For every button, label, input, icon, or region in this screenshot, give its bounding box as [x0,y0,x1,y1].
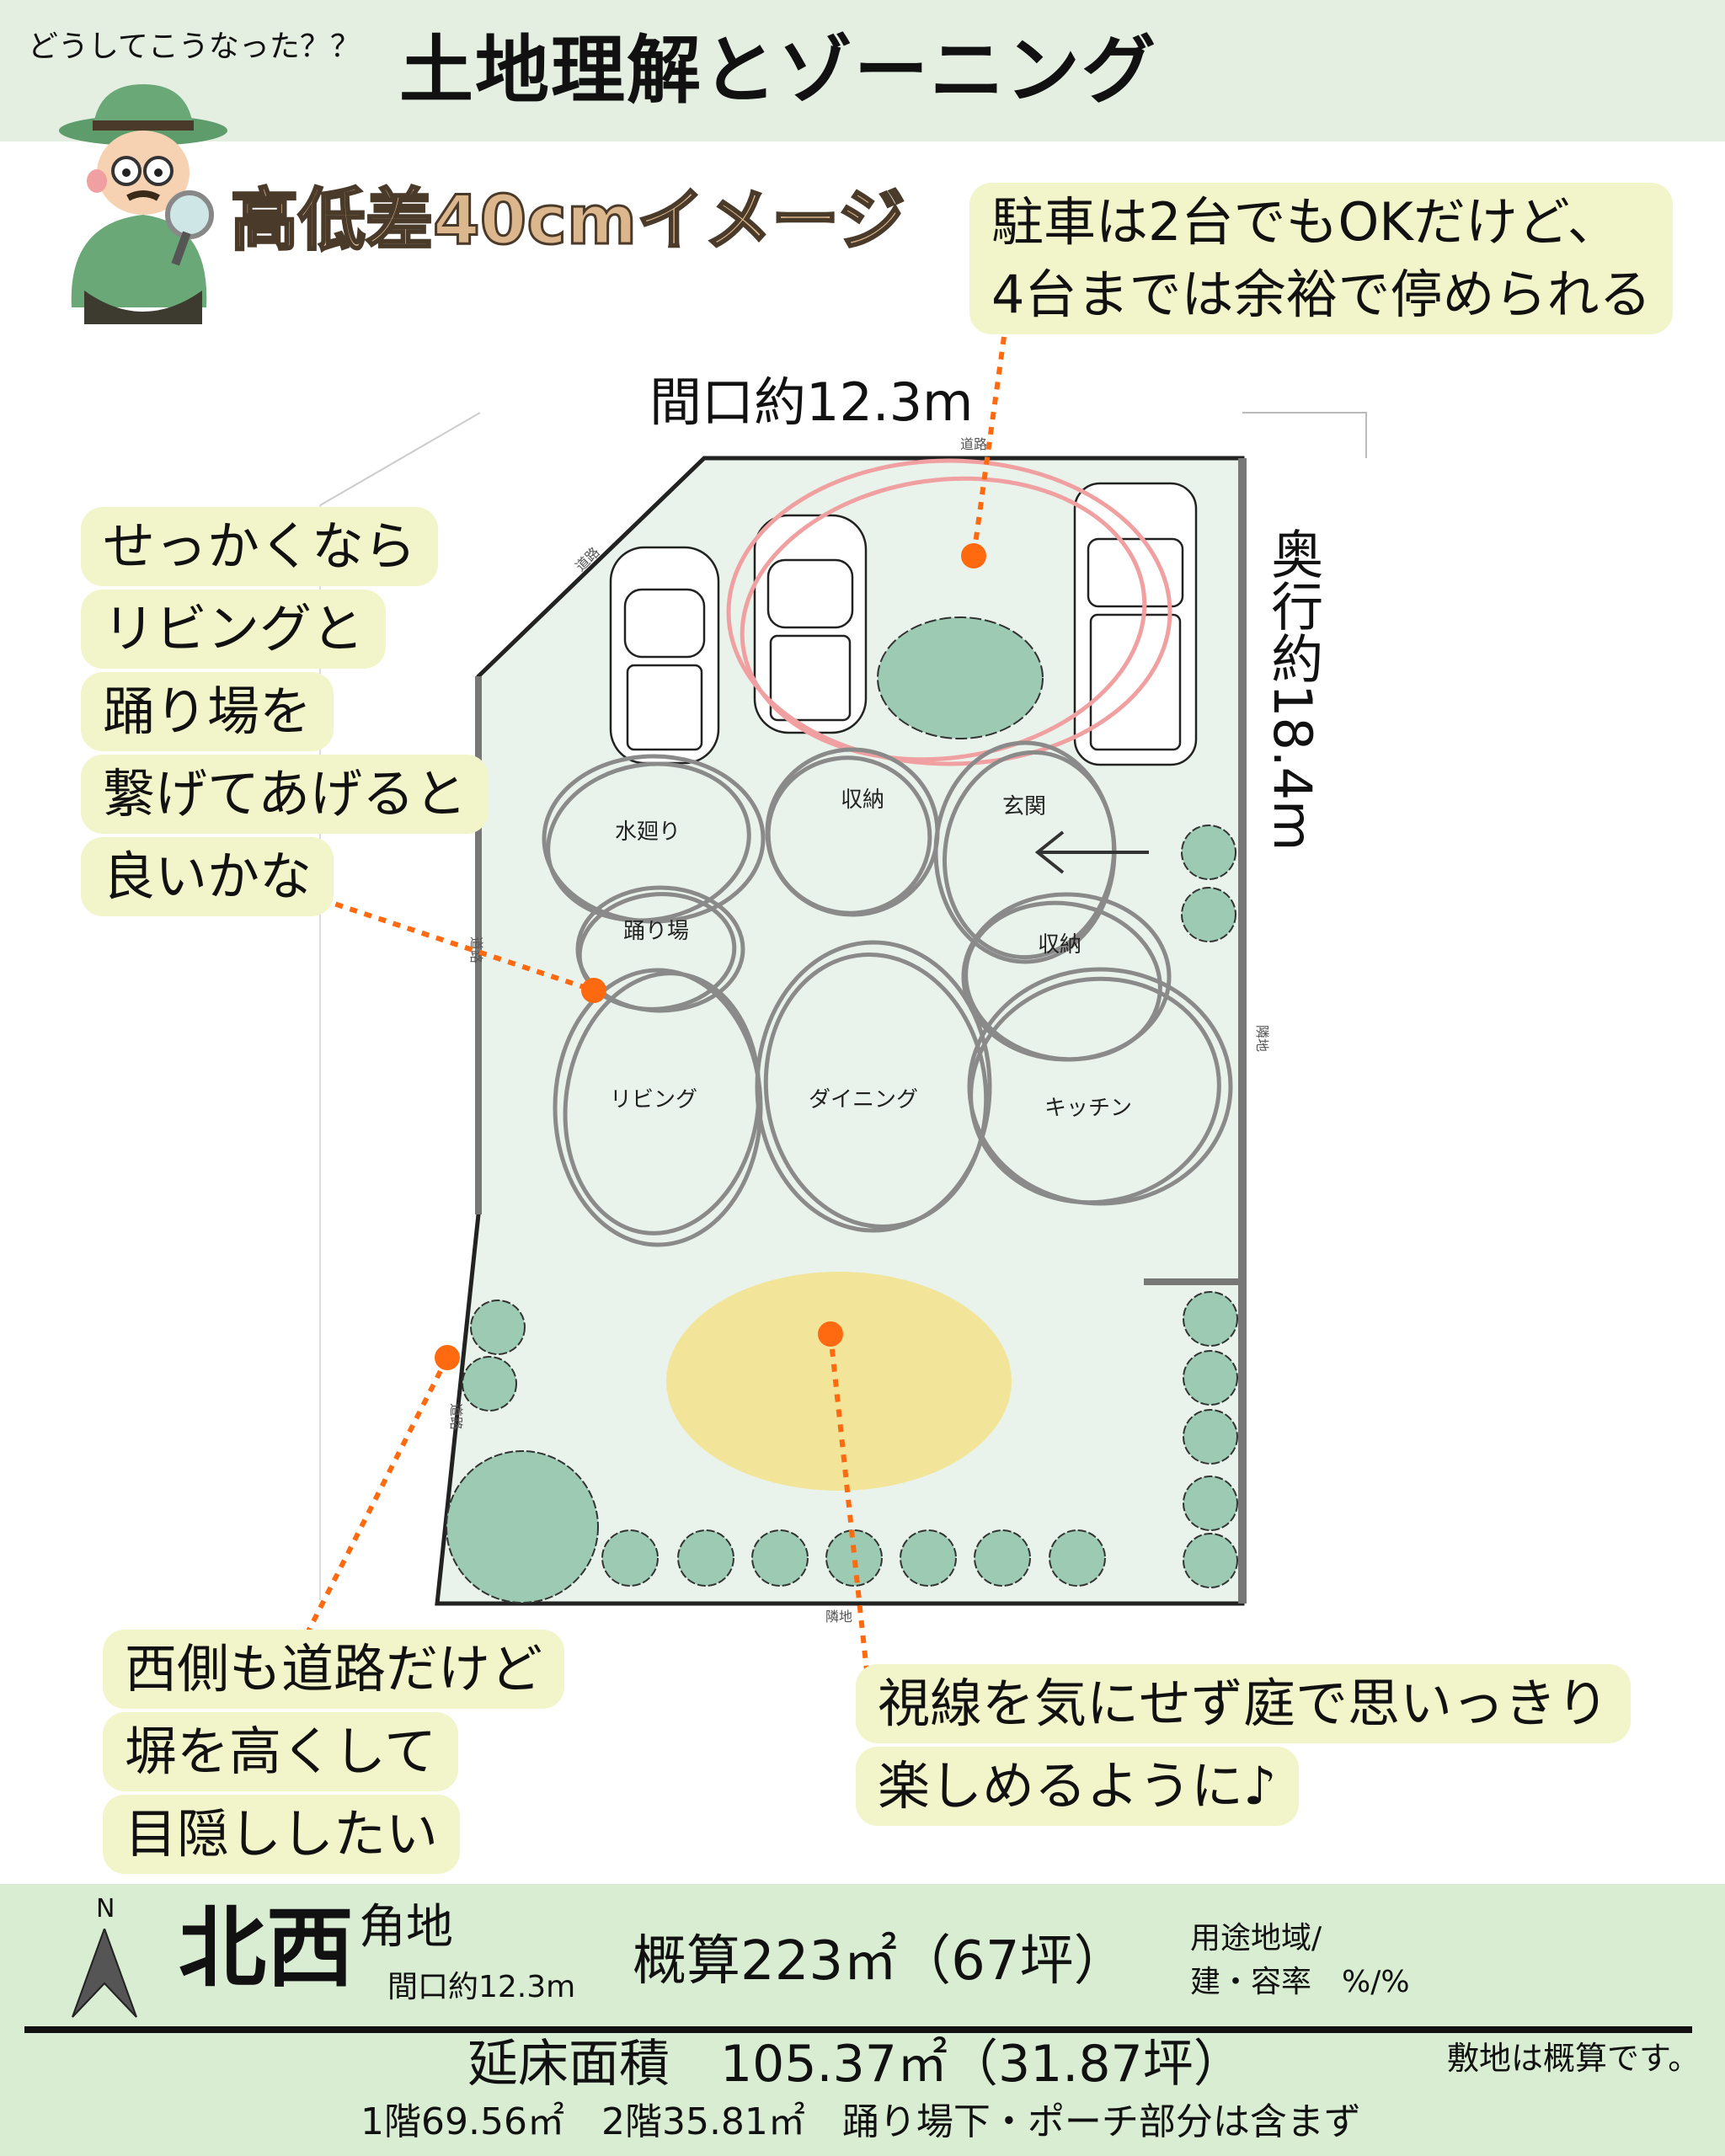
bubble-line: リビングと [81,590,387,669]
bubble-line: 良いかな [81,837,334,916]
zone-label-entrance: 玄関 [1002,794,1046,819]
frontage-dimension: 間口約12.3m [649,371,974,433]
bubble-line: 視線を気にせず庭で思いっきり [856,1664,1632,1743]
floor-breakdown: 1階69.56㎡ 2階35.81㎡ 踊り場下・ポーチ部分は含まず [360,2100,1361,2143]
image-title: 高低差40cmイメージ [230,181,907,259]
approx-note: 敷地は概算です。 [1447,2040,1701,2077]
landing-bubble: せっかくなら リビングと 踊り場を 繋げてあげると 良いかな [81,507,489,916]
neighbor-label-bottom: 隣地 [825,1609,852,1625]
bubble-line: 塀を高くして [103,1712,459,1791]
footer-frontage: 間口約12.3m [387,1970,576,2004]
direction-label: 北西 [179,1897,355,1999]
bubble-line: 目隠ししたい [103,1795,461,1874]
zone-label-living: リビング [610,1087,697,1113]
zoning-label: 用途地域/ [1190,1921,1322,1956]
bush-center [877,616,1044,739]
road-label-top: 道路 [960,436,987,452]
site-area: 概算223㎡（67坪） [633,1930,1128,1993]
detective-illustration [59,84,227,324]
road-label-left-lower: 道路 [448,1403,464,1430]
zone-label-landing: 踊り場 [623,919,689,944]
parking-circle [726,458,1172,766]
north-arrow-icon [72,1929,137,2018]
coverage-ratio: 建・容率 %/% [1190,1965,1410,1999]
footer-band [0,1884,1725,2156]
corner-label: 角地 [359,1900,453,1955]
header-band [0,0,1725,141]
callout-dots [435,543,986,1370]
car-1 [609,546,720,765]
zone-label-dining: ダイニング [809,1087,918,1113]
bubble-line: 駐車は2台でもOKだけど、 [991,191,1620,253]
bubble-line: 楽しめるように♪ [856,1747,1299,1826]
car-3 [1073,482,1198,766]
neighbor-label-right: 隣地 [1254,1025,1270,1052]
footer-divider [24,2026,1692,2033]
depth-dimension: 奥行約18.4m [1262,527,1324,851]
floor-area: 延床面積 105.37㎡（31.87坪） [467,2035,1244,2094]
road-label-left: 道路 [468,937,484,963]
west-bubble: 西側も道路だけど 塀を高くして 目隠ししたい [103,1630,565,1874]
bubble-line: 西側も道路だけど [103,1630,565,1709]
page-title: 土地理解とゾーニング [399,27,1158,114]
north-label: N [96,1894,115,1924]
callout-lines [263,336,1007,1672]
zone-label-kitchen: キッチン [1044,1096,1132,1121]
subtitle: どうしてこうなった？？ [28,29,360,64]
zone-label-storage-2: 収納 [1038,932,1081,958]
zone-label-storage-1: 収納 [841,787,884,813]
parking-bubble: 駐車は2台でもOKだけど、 4台までは余裕で停められる [969,183,1674,334]
garden-bubble: 視線を気にせず庭で思いっきり 楽しめるように♪ [856,1664,1632,1826]
bubble-line: 4台までは余裕で停められる [991,264,1652,325]
garden-area [666,1272,1012,1491]
zone-circles [542,740,1233,1247]
bubble-line: 繋げてあげると [81,755,489,834]
bubble-line: 踊り場を [81,672,334,751]
bubble-line: せっかくなら [81,507,439,586]
car-2 [753,514,868,734]
trees [446,825,1238,1604]
zone-label-water: 水廻り [615,819,681,845]
entrance-arrow-icon [1034,830,1149,874]
